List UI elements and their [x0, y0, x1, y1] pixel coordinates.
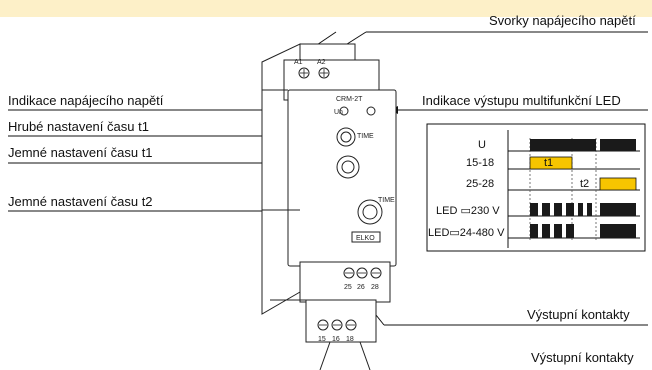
timing-row-15-18: 15-18 [466, 157, 494, 169]
timing-row-led-24-480: LED▭24-480 V [428, 227, 505, 239]
led24-pulses [530, 224, 636, 238]
label-fine-t2: Jemné nastavení času t2 [8, 194, 153, 209]
led230-pulses [530, 203, 636, 216]
terminal-screws [300, 69, 380, 326]
t2-pulse [599, 177, 637, 191]
out-terminal-18: 18 [346, 336, 354, 343]
led-un-label: Un [334, 109, 343, 116]
out-terminal-28: 28 [371, 284, 379, 291]
timing-row-u: U [478, 139, 486, 151]
out-terminal-26: 26 [357, 284, 365, 291]
timing-guides [529, 138, 597, 240]
time-label-1: TIME [357, 133, 374, 140]
out-terminal-25: 25 [344, 284, 352, 291]
header-bar [0, 0, 652, 17]
relay-body [261, 43, 397, 370]
label-output-contacts-2: Výstupní kontakty [531, 350, 634, 365]
u-pulse-2 [600, 139, 636, 151]
label-supply-indication: Indikace napájecího napětí [8, 93, 164, 108]
timing-row-led-230: LED ▭230 V [436, 205, 500, 217]
timing-signals [529, 139, 637, 238]
timing-marker-t1: t1 [544, 157, 553, 169]
out-terminal-16: 16 [332, 336, 340, 343]
brand-label: ELKO [356, 235, 375, 242]
label-output-led: Indikace výstupu multifunkční LED [422, 93, 621, 108]
label-fine-t1: Jemné nastavení času t1 [8, 145, 153, 160]
label-output-contacts-1: Výstupní kontakty [527, 307, 630, 322]
label-coarse-t1: Hrubé nastavení času t1 [8, 119, 149, 134]
timing-row-25-28: 25-28 [466, 178, 494, 190]
timing-marker-t2: t2 [580, 178, 589, 190]
model-label: CRM-2T [336, 96, 363, 103]
t1-pulse [529, 156, 573, 170]
terminal-a1-label: A1 [294, 59, 303, 66]
terminal-a2-label: A2 [317, 59, 326, 66]
time-label-2: TIME [378, 197, 395, 204]
u-pulse-1 [530, 139, 596, 151]
label-supply-terminals: Svorky napájecího napětí [489, 13, 636, 28]
out-terminal-15: 15 [318, 336, 326, 343]
